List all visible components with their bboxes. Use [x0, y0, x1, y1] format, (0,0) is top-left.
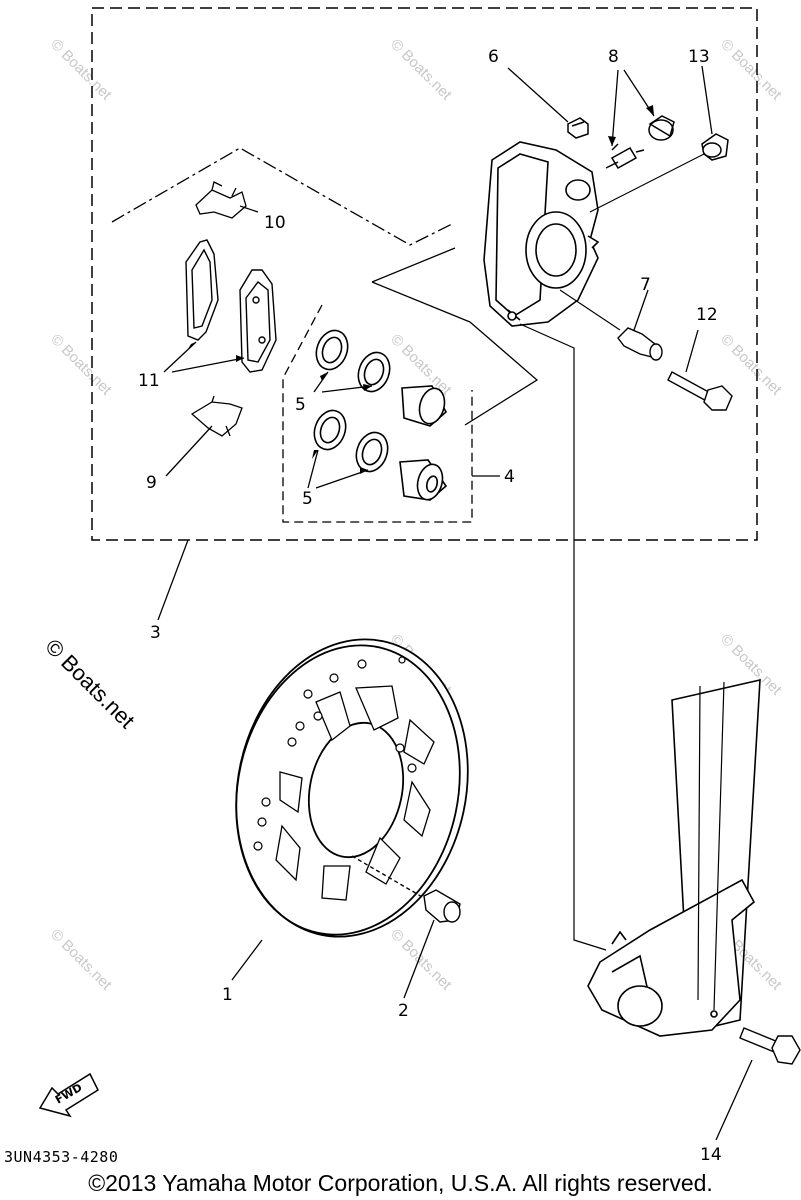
watermark-2: © Boats.net [387, 36, 455, 104]
mount-line [519, 323, 607, 951]
axle-bolt [739, 1027, 801, 1065]
watermark-4: © Boats.net [47, 331, 115, 399]
callout-5b: 5 [302, 489, 313, 509]
piston-seals [313, 329, 391, 473]
callout-6: 6 [488, 47, 499, 67]
diagram-part-code: 3UN4353-4280 [4, 1148, 119, 1166]
fwd-arrow-icon: FWD [38, 1072, 99, 1118]
callout-5a: 5 [295, 395, 306, 415]
caliper-cap [701, 133, 729, 161]
fork-leg [587, 678, 761, 1037]
callout-8: 8 [608, 47, 619, 67]
callout-11: 11 [138, 371, 160, 391]
pad-spring-bottom [190, 395, 243, 437]
pad-set-box-lower [371, 247, 471, 323]
bleed-cap [567, 117, 589, 139]
caliper-pin [617, 327, 663, 361]
watermark-10: © Boats.net [387, 926, 455, 994]
mount-line-2 [559, 153, 705, 331]
watermark-6: © Boats.net [717, 331, 785, 399]
brake-disc [235, 638, 469, 938]
caliper-assembly-box [91, 7, 758, 541]
pad-spring-top [195, 181, 247, 219]
callout-3: 3 [150, 623, 161, 643]
callout-7: 7 [640, 275, 651, 295]
bleed-screw [605, 115, 675, 170]
copyright-notice: ©2013 Yamaha Motor Corporation, U.S.A. A… [88, 1170, 713, 1196]
disc-bolt [351, 855, 461, 923]
callout-4: 4 [504, 467, 515, 487]
watermark-8: © Boats.net [717, 631, 785, 699]
brake-pads [185, 239, 277, 373]
callout-13: 13 [688, 47, 710, 67]
callout-10: 10 [264, 213, 286, 233]
watermark-1: © Boats.net [47, 36, 115, 104]
caliper-body [483, 141, 600, 327]
callout-14: 14 [700, 1145, 722, 1165]
arrowheads [188, 105, 654, 474]
callout-numbers: 6 8 13 10 11 5 5 9 4 7 12 3 1 2 14 [138, 47, 722, 1165]
callout-2: 2 [398, 1001, 409, 1021]
seal-kit-box-lines [464, 321, 539, 426]
caliper-bolt [667, 371, 733, 411]
watermark-main: © Boats.net [40, 634, 139, 733]
watermark-3: © Boats.net [717, 36, 785, 104]
watermark-9: © Boats.net [47, 926, 115, 994]
callout-12: 12 [696, 305, 718, 325]
pad-set-box [111, 147, 453, 246]
callout-1: 1 [222, 985, 233, 1005]
pistons [399, 385, 448, 501]
seal-kit-box [282, 304, 473, 523]
leader-lines [157, 65, 753, 1141]
callout-9: 9 [146, 473, 157, 493]
